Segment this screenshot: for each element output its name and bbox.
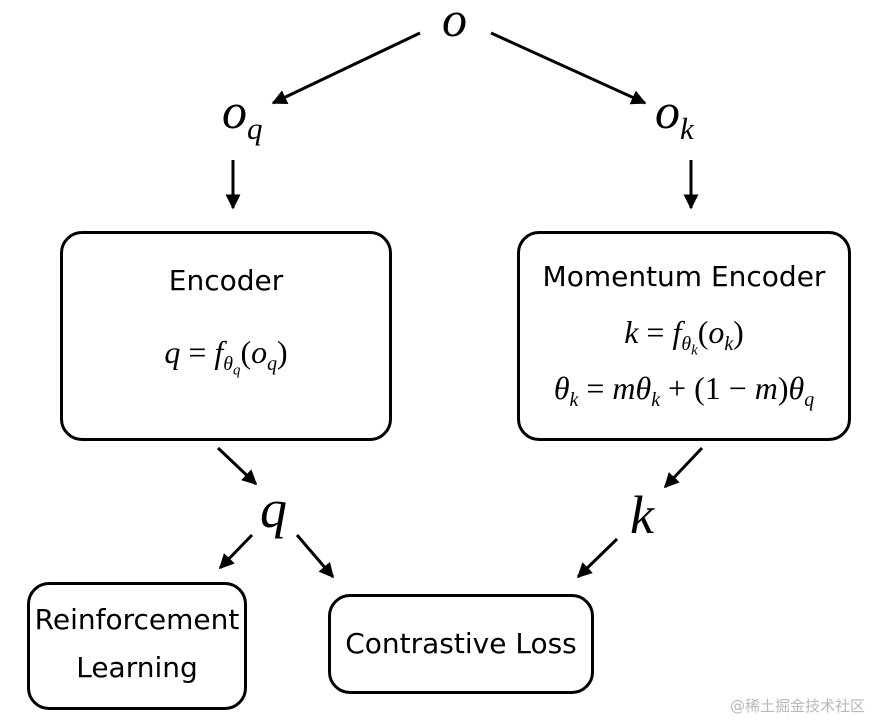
momentum-equation-1: k = fθk(ok) (520, 314, 848, 358)
var-o-k-base: o (655, 83, 680, 139)
rl-line-1: Reinforcement (34, 603, 240, 636)
var-o-k: ok (655, 82, 694, 144)
eq2-equals: = (578, 370, 613, 406)
eq2-sub-3: q (804, 388, 815, 411)
eq-q: q (164, 334, 181, 370)
eq2-theta-3: θ (788, 370, 805, 406)
reinforcement-learning-box: Reinforcement Learning (27, 582, 247, 710)
contrastive-loss-label: Contrastive Loss (345, 627, 577, 660)
eq1-k: k (624, 314, 639, 350)
arrow-momentum-encoder-to-k (663, 446, 704, 489)
var-o-k-sub: k (680, 110, 694, 146)
eq1-theta: θ (681, 332, 692, 355)
encoder-equation: q = fθq(oq) (63, 334, 389, 378)
eq-close-paren: ) (277, 334, 288, 370)
watermark: @稀土掘金技术社区 (729, 697, 865, 715)
eq1-equals: = (638, 314, 673, 350)
contrastive-loss-box: Contrastive Loss (328, 594, 594, 694)
var-o-q-sub: q (247, 110, 263, 146)
var-k-text: k (630, 485, 654, 545)
eq-f: f (214, 334, 224, 370)
eq2-sub-2: k (651, 388, 661, 411)
arrow-q-to-contrastive (295, 534, 335, 579)
eq2-m-2: m (754, 370, 778, 406)
eq2-plus-one-minus: + (1 − (660, 370, 755, 406)
var-o-text: o (442, 0, 467, 47)
eq-arg: o (251, 334, 268, 370)
var-q-text: q (260, 479, 287, 539)
eq1-close-paren: ) (733, 314, 744, 350)
momentum-encoder-title: Momentum Encoder (542, 260, 826, 293)
momentum-equation-2: θk = mθk + (1 − m)θq (520, 370, 848, 410)
var-k: k (630, 484, 654, 546)
eq1-arg-sub: k (724, 332, 734, 355)
eq2-theta-2: θ (635, 370, 652, 406)
eq-arg-sub: q (267, 352, 278, 375)
rl-line-2: Learning (76, 651, 198, 684)
arrow-o-to-oq (271, 31, 421, 105)
eq-open-paren: ( (240, 334, 252, 370)
eq1-open-paren: ( (697, 314, 709, 350)
eq1-arg: o (708, 314, 725, 350)
eq1-theta-sub: k (691, 342, 698, 359)
arrow-o-to-ok (490, 31, 647, 105)
var-o-q-base: o (222, 83, 247, 139)
encoder-title: Encoder (168, 264, 284, 297)
eq-theta: θ (223, 352, 233, 375)
encoder-box: Encoder q = fθq(oq) (60, 231, 392, 441)
eq2-close-paren: ) (777, 370, 789, 406)
eq-theta-sub: q (233, 362, 241, 379)
var-o: o (442, 0, 467, 48)
var-q: q (260, 478, 287, 540)
arrow-k-to-contrastive (576, 537, 619, 579)
eq1-f: f (672, 314, 682, 350)
var-o-q: oq (222, 82, 263, 144)
eq2-theta-1: θ (553, 370, 570, 406)
arrow-encoder-to-q (216, 446, 258, 486)
arrow-q-to-rl (218, 533, 254, 570)
momentum-encoder-box: Momentum Encoder k = fθk(ok) θk = mθk + … (517, 231, 851, 441)
eq2-sub-1: k (569, 388, 579, 411)
eq-equals: = (180, 334, 215, 370)
eq2-m-1: m (612, 370, 636, 406)
